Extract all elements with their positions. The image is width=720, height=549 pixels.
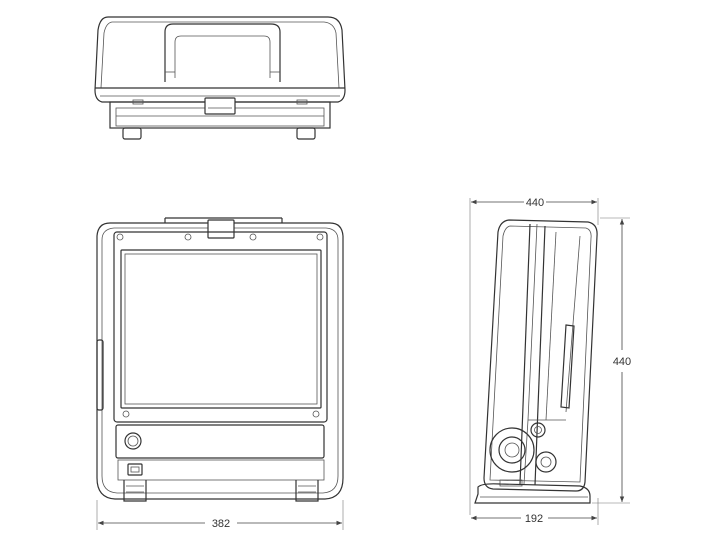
depth-dimension-label: 192: [525, 513, 543, 525]
width-dimension-label: 382: [212, 518, 230, 530]
front-feet: [123, 480, 319, 502]
side-view: 440 440 192: [469, 197, 631, 525]
front-view: 382: [96, 217, 344, 530]
top-width-dimension-label: 440: [526, 197, 544, 209]
height-dimension-label: 440: [613, 356, 631, 368]
side-knob: [489, 422, 557, 473]
top-view: [94, 16, 346, 140]
bezel-screws: [116, 233, 324, 418]
top-handle: [164, 23, 281, 82]
